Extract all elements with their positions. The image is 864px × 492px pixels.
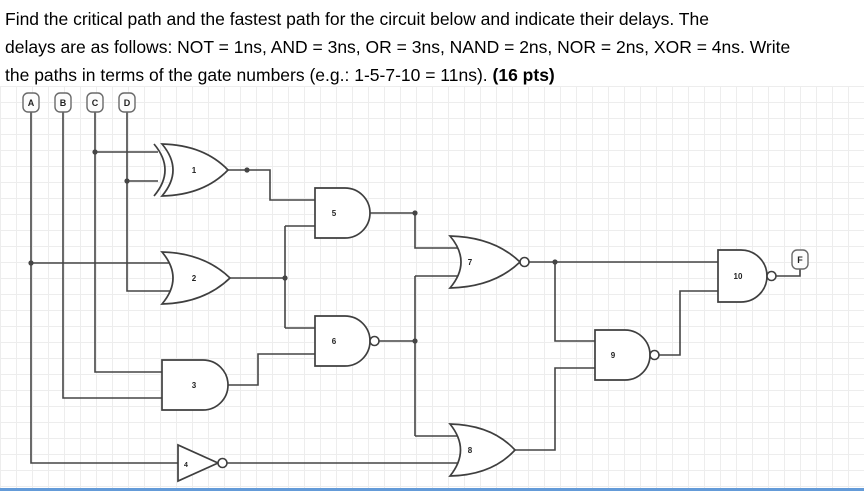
junction-dot [244, 167, 250, 173]
wire-gate5-to-gate7 [370, 212, 460, 249]
xor-body [160, 143, 230, 197]
and-body [161, 359, 229, 411]
gate-number-8: 8 [468, 446, 473, 455]
wire-input-B [62, 112, 162, 399]
junction-dot [28, 260, 34, 266]
output-pill-F [791, 249, 809, 270]
nand-bubble [369, 335, 380, 347]
gate-number-1: 1 [192, 166, 197, 175]
and-body [314, 187, 371, 239]
input-label-A: A [28, 98, 35, 108]
wire-gate9-to-gate10 [659, 290, 718, 356]
question-text: Find the critical path and the fastest p… [5, 5, 857, 89]
gate-3-and-symbol: 3 [161, 359, 229, 411]
input-pill-D [118, 92, 136, 113]
wire-gate2-output [230, 225, 315, 329]
input-pills: A B C D [22, 92, 136, 113]
question-line-1: Find the critical path and the fastest p… [5, 9, 709, 29]
question-line-3-text: the paths in terms of the gate numbers (… [5, 65, 493, 85]
bottom-blue-bar [0, 488, 864, 491]
output-label-F: F [797, 255, 803, 265]
wire-input-D [126, 112, 172, 292]
circuit-wires [30, 112, 801, 464]
gate-number-3: 3 [192, 381, 197, 390]
wire-input-A [30, 112, 178, 464]
nor-body [448, 235, 522, 289]
points-label: (16 pts) [492, 65, 555, 85]
gate-number-10: 10 [734, 272, 743, 281]
gate-number-6: 6 [332, 337, 337, 346]
junction-dots [28, 149, 558, 344]
gate-8-or-symbol: 8 [448, 423, 517, 477]
nor-bubble [519, 256, 530, 268]
wire-gate1-to-gate5 [228, 169, 315, 201]
junction-dot [92, 149, 98, 155]
input-pill-C [86, 92, 104, 113]
gate-number-9: 9 [611, 351, 616, 360]
gate-number-4: 4 [184, 462, 188, 469]
wire-gate6-output [379, 275, 460, 437]
wire-gate8-to-gate9 [515, 367, 595, 451]
junction-dot [412, 338, 418, 344]
gate-5-and-symbol: 5 [314, 187, 371, 239]
gate-2-or-symbol: 2 [160, 251, 232, 305]
not-bubble [217, 457, 228, 469]
input-pill-B [54, 92, 72, 113]
gate-number-2: 2 [192, 274, 197, 283]
nand-bubble [649, 349, 660, 361]
junction-dot [552, 259, 558, 265]
not-triangle [177, 443, 221, 483]
question-line-3: the paths in terms of the gate numbers (… [5, 61, 857, 89]
nand-body [314, 315, 371, 367]
xor-back-arc [153, 143, 166, 197]
nand-bubble [766, 270, 777, 282]
wire-gate10-to-F [776, 269, 801, 277]
nand-body [717, 249, 768, 303]
wire-input-C [94, 112, 162, 373]
gate-10-nand-symbol: 10 [717, 249, 777, 303]
gate-number-7: 7 [468, 258, 473, 267]
wire-gate3-to-gate6 [228, 353, 315, 386]
nand-body [594, 329, 651, 381]
wire-gate7-output [529, 261, 718, 342]
or-body [448, 423, 517, 477]
input-label-B: B [60, 98, 67, 108]
output-pill: F [791, 249, 809, 270]
gate-9-nand-symbol: 9 [594, 329, 660, 381]
junction-dot [124, 178, 130, 184]
or-body [160, 251, 232, 305]
input-label-C: C [92, 98, 99, 108]
gate-6-nand-symbol: 6 [314, 315, 380, 367]
gate-number-5: 5 [332, 209, 337, 218]
gate-1-xor-symbol: 1 [153, 143, 230, 197]
input-label-D: D [124, 98, 131, 108]
gate-4-not-symbol: 4 [177, 443, 228, 483]
junction-dot [412, 210, 418, 216]
gate-7-nor-symbol: 7 [448, 235, 530, 289]
junction-dot [282, 275, 288, 281]
input-pill-A [22, 92, 40, 113]
question-line-2: delays are as follows: NOT = 1ns, AND = … [5, 37, 791, 57]
